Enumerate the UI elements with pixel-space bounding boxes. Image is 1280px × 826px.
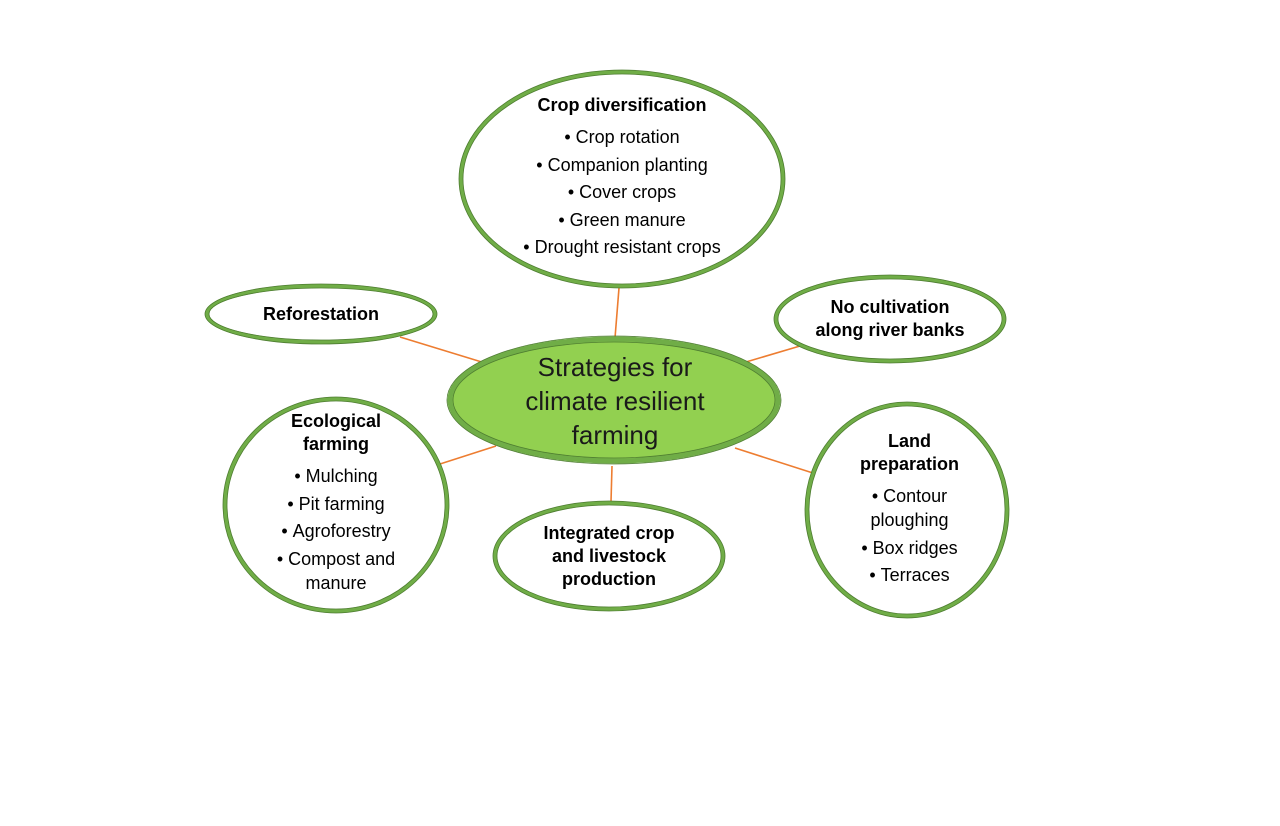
integrated-shape xyxy=(492,500,726,612)
reforestation-shape xyxy=(204,283,438,345)
node-title-line: Land xyxy=(888,431,931,451)
connector-ecological-farming xyxy=(439,445,497,465)
node-item-list: Mulching Pit farming Agroforestry Compos… xyxy=(277,464,395,598)
node-title-line: preparation xyxy=(859,454,960,474)
no-cultivation-shape xyxy=(773,274,1007,364)
node-title-line: along river banks xyxy=(815,320,965,340)
node-title-line: production xyxy=(562,568,656,589)
crop-diversification-node: Crop diversification Crop rotation Compa… xyxy=(482,92,762,268)
reforestation-node: Reforestation xyxy=(221,300,421,328)
node-title: Reforestation xyxy=(262,303,379,324)
list-item: Companion planting xyxy=(523,153,720,177)
node-item-list: Crop rotation Companion planting Cover c… xyxy=(523,125,721,263)
node-title-line: Integrated crop xyxy=(543,522,675,543)
node-title-line: No cultivation xyxy=(830,297,950,317)
connector-integrated xyxy=(610,465,613,503)
list-item: Cover crops xyxy=(523,180,720,204)
integrated-node: Integrated crop and livestock production xyxy=(509,520,709,592)
center-node: Strategies for climate resilient farming xyxy=(450,340,780,462)
connector-no-cultivation xyxy=(745,345,801,363)
node-title: Crop diversification xyxy=(537,95,707,115)
node-title-line: and livestock xyxy=(551,545,667,566)
connector-crop-diversification xyxy=(614,287,620,339)
list-item: Drought resistant crops xyxy=(523,235,721,259)
center-shape xyxy=(446,335,782,465)
center-label-line: climate resilient xyxy=(525,386,705,416)
list-item: Box ridges xyxy=(861,536,958,560)
list-item: Contour ploughing xyxy=(861,484,957,532)
no-cultivation-node: No cultivation along river banks xyxy=(790,294,990,344)
center-label-line: farming xyxy=(571,420,659,450)
list-item: Mulching xyxy=(277,464,395,488)
node-title-line: farming xyxy=(302,434,369,454)
node-title-line: Ecological xyxy=(290,411,382,431)
land-preparation-node: Land preparation Contour ploughing Box r… xyxy=(827,430,992,600)
list-item: Crop rotation xyxy=(523,125,720,149)
list-item: Green manure xyxy=(523,208,720,232)
node-item-list: Contour ploughing Box ridges Terraces xyxy=(861,484,957,591)
list-item: Agroforestry xyxy=(277,519,395,543)
center-label-line: Strategies for xyxy=(537,352,693,382)
connectors xyxy=(399,287,817,503)
connector-land-preparation xyxy=(734,447,817,475)
list-item: Compost and manure xyxy=(277,547,395,595)
connector-reforestation xyxy=(399,336,486,364)
list-item: Pit farming xyxy=(277,492,395,516)
ecological-farming-node: Ecological farming Mulching Pit farming … xyxy=(246,408,426,598)
list-item: Terraces xyxy=(861,563,957,587)
